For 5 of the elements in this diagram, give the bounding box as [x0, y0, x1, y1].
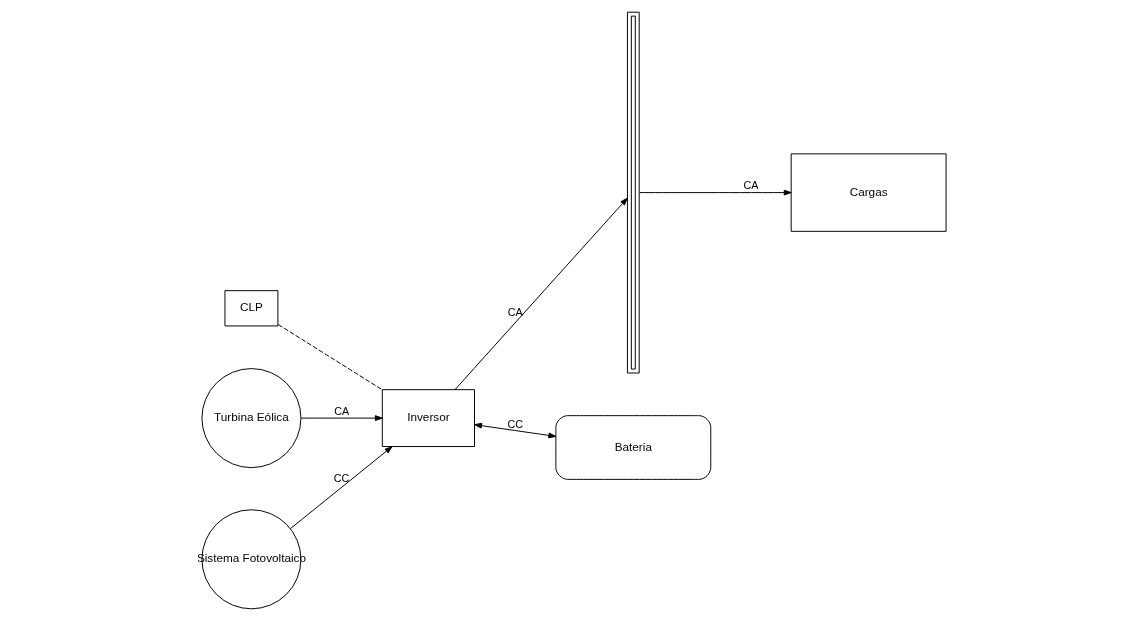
- edge-label: CA: [507, 305, 523, 318]
- edge-label: CA: [742, 179, 758, 192]
- edge-label: CC: [333, 471, 349, 484]
- edge-label: CC: [506, 417, 523, 430]
- edge-label: CA: [333, 404, 349, 417]
